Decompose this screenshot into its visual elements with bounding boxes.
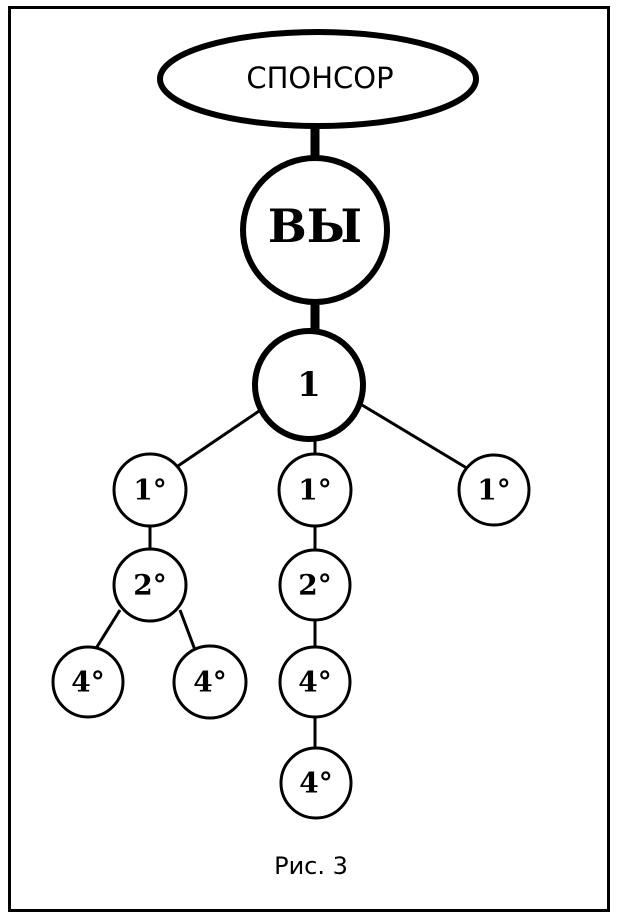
node-a4-left: 4° — [51, 645, 125, 719]
node-b4-label: 4° — [298, 666, 331, 699]
edge-a2-a4l — [93, 609, 122, 651]
edge-a2-a4r — [178, 609, 197, 651]
node-a4-right-label: 4° — [193, 666, 226, 699]
figure-frame — [8, 6, 610, 912]
you-node: ВЫ — [240, 155, 390, 305]
node-c1-label: 1° — [477, 474, 510, 507]
node-b2: 2° — [278, 548, 352, 622]
node-b1-label: 1° — [298, 474, 331, 507]
node-a2-label: 2° — [133, 569, 166, 602]
node-a2: 2° — [112, 547, 188, 623]
edge-level1-c1 — [361, 403, 471, 472]
node-b2-label: 2° — [298, 569, 331, 602]
node-b4-bottom-label: 4° — [299, 767, 332, 800]
edge-level1-a1 — [171, 403, 269, 472]
node-b1: 1° — [277, 452, 353, 528]
figure-caption: Рис. 3 — [274, 852, 348, 880]
node-a4-right: 4° — [172, 644, 248, 720]
node-a1-label: 1° — [133, 474, 166, 507]
level1-node: 1 — [252, 328, 366, 442]
node-b4-bottom: 4° — [279, 746, 353, 820]
node-b4: 4° — [278, 645, 352, 719]
node-a4-left-label: 4° — [71, 666, 104, 699]
level1-label: 1 — [297, 365, 321, 405]
node-c1: 1° — [457, 453, 531, 527]
sponsor-node: СПОНСОР — [157, 29, 479, 129]
you-label: ВЫ — [268, 199, 362, 253]
sponsor-label: СПОНСОР — [246, 61, 393, 95]
node-a1: 1° — [112, 452, 188, 528]
